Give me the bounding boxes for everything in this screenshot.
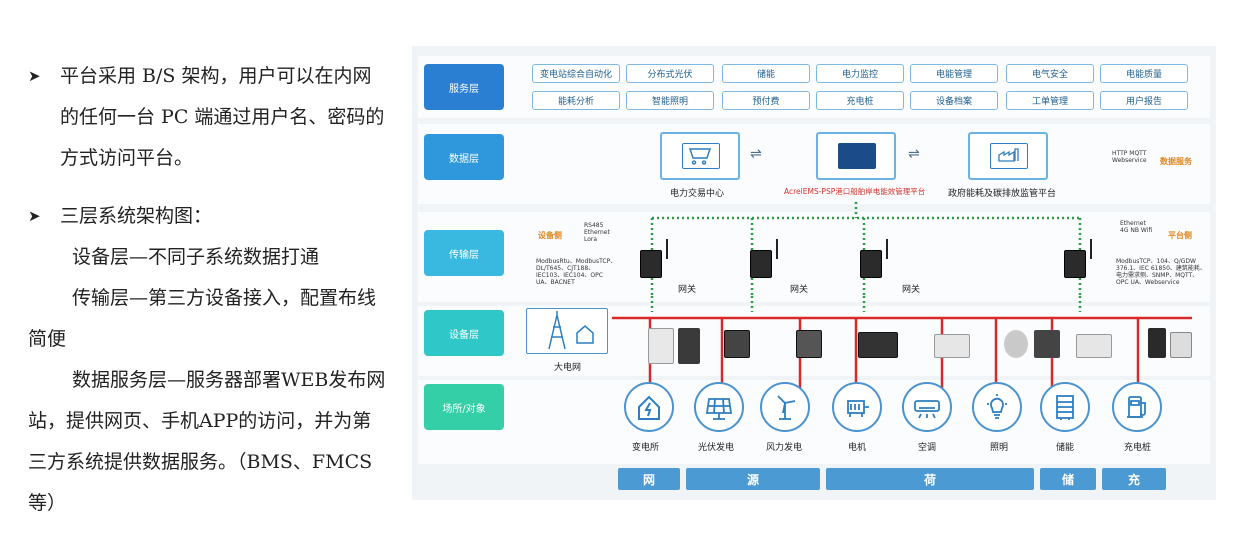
factory-icon: [990, 143, 1028, 169]
service-user-report[interactable]: 用户报告: [1100, 91, 1188, 110]
data-service-label: 数据服务: [1160, 157, 1192, 166]
platform-monitor: [816, 132, 896, 180]
site-label: 充电桩: [1124, 443, 1152, 453]
bullet-three-layer: ➤ 三层系统架构图： 设备层—不同子系统数据打通 传输层—第三方设备接入，配置布…: [28, 196, 388, 524]
grid-label: 大电网: [554, 363, 582, 373]
architecture-diagram: 服务层 数据层 传输层 设备层 场所/对象 变电站综合自动化 分布式光伏 储能 …: [412, 46, 1216, 500]
platform-side-protocols-bottom: ModbusTCP、104、Q/GDW 376.1、IEC 61850、建筑能耗…: [1116, 258, 1206, 286]
data-service-layer-desc: 数据服务层—服务器部署WEB发布网站，提供网页、手机APP的访问，并为第三方系统…: [28, 369, 386, 514]
prepaid-meter-device: [1170, 332, 1192, 358]
category-storage: 储: [1040, 468, 1096, 490]
device-layer-desc: 设备层—不同子系统数据打通: [72, 246, 320, 268]
arrow-bullet-icon: ➤: [28, 67, 41, 85]
category-grid: 网: [618, 468, 680, 490]
light-bulb-icon: [972, 382, 1022, 432]
site-label: 光伏发电: [698, 443, 735, 453]
site-label: 风力发电: [766, 443, 803, 453]
power-meter-device: [724, 330, 750, 358]
controller-device: [858, 332, 898, 358]
exchange-arrows-icon: ⇌: [908, 146, 920, 162]
service-work-orders[interactable]: 工单管理: [1006, 91, 1094, 110]
layer-tag-data: 数据层: [424, 134, 504, 180]
gateway-device: [860, 239, 888, 278]
service-power-monitoring[interactable]: 电力监控: [816, 64, 904, 83]
service-distributed-pv[interactable]: 分布式光伏: [626, 64, 714, 83]
bullet-three-layer-heading: 三层系统架构图：: [60, 205, 213, 227]
multifunction-meter-device: [796, 330, 822, 358]
layer-tag-device: 设备层: [424, 310, 504, 356]
gateway-label: 网关: [790, 285, 809, 295]
platform-side-protocols-top: Ethernet 4G NB Wifi: [1120, 220, 1153, 234]
layer-tag-site: 场所/对象: [424, 384, 504, 430]
connection-lines: [612, 202, 1192, 396]
device-side-protocols-top: RS485 Ethernet Lora: [584, 222, 610, 243]
data-protocols: HTTP MQTT Webservice: [1112, 150, 1147, 164]
air-conditioner-icon: [902, 382, 952, 432]
cart-icon: [682, 143, 720, 169]
service-equipment-records[interactable]: 设备档案: [910, 91, 998, 110]
platform-caption: AcrelEMS-PSP港口船舶岸电能效管理平台: [784, 187, 926, 196]
service-energy-analysis[interactable]: 能耗分析: [532, 91, 620, 110]
service-energy-management[interactable]: 电能管理: [910, 64, 998, 83]
category-charge: 充: [1102, 468, 1166, 490]
din-meter-device: [934, 334, 970, 358]
dashboard-icon: [838, 143, 876, 169]
government-caption: 政府能耗及碳排放监管平台: [948, 189, 1057, 199]
wind-turbine-icon: [760, 382, 810, 432]
service-charging-pile[interactable]: 充电桩: [816, 91, 904, 110]
gateway-label: 网关: [678, 285, 697, 295]
government-monitor: [968, 132, 1048, 180]
description-panel: ➤ 平台采用 B/S 架构，用户可以在内网的任何一台 PC 端通过用户名、密码的…: [28, 0, 398, 536]
service-electrical-safety[interactable]: 电气安全: [1006, 64, 1094, 83]
device-side-protocols-bottom: ModbusRtu、ModbusTCP、DL/T645、CJT188、IEC10…: [536, 258, 617, 286]
meter-device: [678, 328, 700, 364]
gateway-device: [640, 239, 668, 278]
sensor-device: [1004, 330, 1028, 358]
service-substation-automation[interactable]: 变电站综合自动化: [532, 64, 620, 83]
trading-center-caption: 电力交易中心: [670, 189, 725, 199]
charging-pile-icon: [1112, 382, 1162, 432]
platform-side-label: 平台侧: [1168, 231, 1192, 240]
energy-meter-device: [1076, 334, 1112, 358]
charging-controller-device: [1148, 328, 1166, 358]
service-power-quality[interactable]: 电能质量: [1100, 64, 1188, 83]
panel-meter-device: [1034, 330, 1060, 358]
site-label: 变电所: [632, 443, 660, 453]
grid-tower-icon: [526, 308, 608, 354]
bullet-architecture: ➤ 平台采用 B/S 架构，用户可以在内网的任何一台 PC 端通过用户名、密码的…: [28, 56, 388, 179]
device-side-label: 设备侧: [538, 231, 562, 240]
service-storage[interactable]: 储能: [722, 64, 810, 83]
gateway-device: [1064, 239, 1092, 278]
bullet-architecture-text: 平台采用 B/S 架构，用户可以在内网的任何一台 PC 端通过用户名、密码的方式…: [60, 65, 385, 169]
substation-icon: [624, 382, 674, 432]
gateway-label: 网关: [902, 285, 921, 295]
site-label: 空调: [918, 443, 937, 453]
transport-layer-desc: 传输层—第三方设备接入，配置布线简便: [28, 287, 377, 350]
layer-tag-service: 服务层: [424, 64, 504, 110]
trading-center-monitor: [660, 132, 740, 180]
motor-icon: [832, 382, 882, 432]
arrow-bullet-icon: ➤: [28, 207, 41, 225]
category-source: 源: [686, 468, 820, 490]
service-smart-lighting[interactable]: 智能照明: [626, 91, 714, 110]
site-label: 储能: [1056, 443, 1075, 453]
gateway-device: [750, 239, 778, 278]
category-load: 荷: [826, 468, 1034, 490]
protection-relay-device: [648, 328, 674, 364]
exchange-arrows-icon: ⇌: [750, 146, 762, 162]
site-label: 电机: [848, 443, 867, 453]
data-layer-band: [418, 124, 1210, 204]
site-label: 照明: [990, 443, 1009, 453]
layer-tag-transport: 传输层: [424, 230, 504, 276]
solar-panel-icon: [694, 382, 744, 432]
service-prepaid[interactable]: 预付费: [722, 91, 810, 110]
energy-storage-icon: [1040, 382, 1090, 432]
